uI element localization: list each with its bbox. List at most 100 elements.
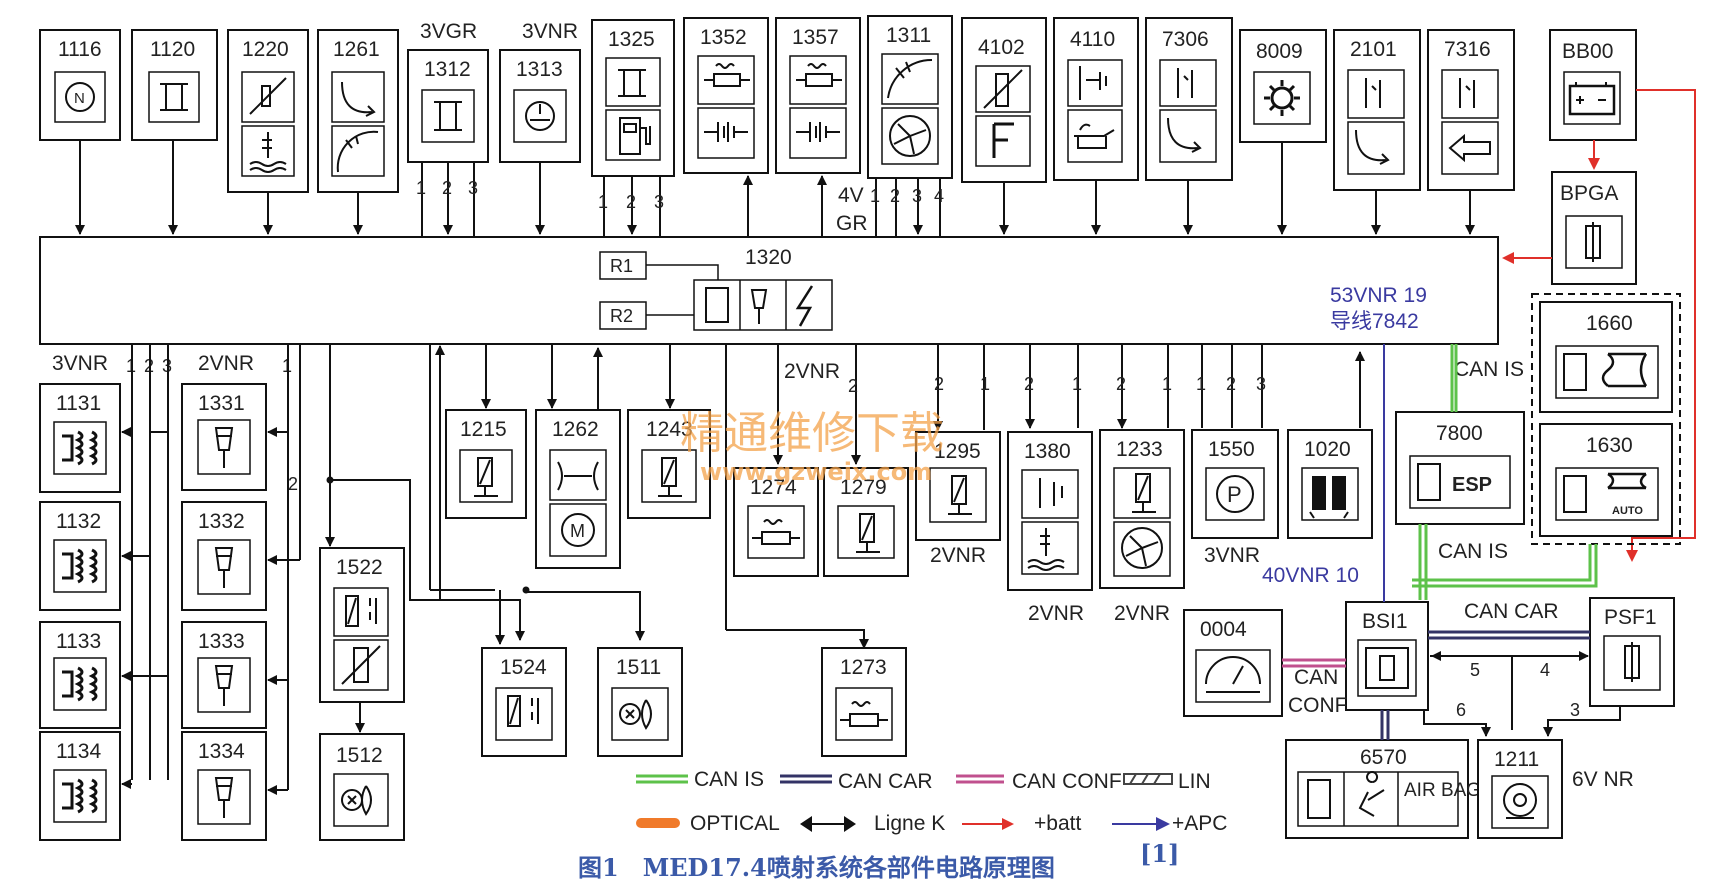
svg-text:1116: 1116 xyxy=(58,38,102,61)
top-component-BB00: BB00 xyxy=(1549,29,1637,141)
svg-text:7316: 7316 xyxy=(1444,38,1491,61)
r2-label: R2 xyxy=(610,306,633,326)
svg-text:6: 6 xyxy=(1456,700,1466,720)
legend-lin: LIN xyxy=(1178,770,1211,793)
left-component-1134: 1134 xyxy=(39,731,121,841)
solenoid-icon xyxy=(474,457,498,497)
oxygen-sensor-icon xyxy=(796,122,840,142)
svg-text:2101: 2101 xyxy=(1350,38,1397,61)
top-component-7316: 7316 xyxy=(1427,29,1515,191)
gearbox-icon xyxy=(1607,472,1647,490)
svg-text:2: 2 xyxy=(626,192,636,212)
wire-label-2vnr-1295: 2VNR xyxy=(930,544,986,567)
motor-icon xyxy=(561,513,595,547)
turbine-icon xyxy=(889,115,931,157)
svg-text:4: 4 xyxy=(934,186,944,206)
svg-text:1: 1 xyxy=(870,186,880,206)
legend-can-car: CAN CAR xyxy=(838,770,933,793)
top-component-1352: 1352 xyxy=(683,17,769,174)
svg-text:BPGA: BPGA xyxy=(1560,182,1618,205)
network-component-0004: 0004 xyxy=(1183,609,1283,717)
svg-text:7800: 7800 xyxy=(1436,422,1483,445)
network-component-7800: 7800 ESP xyxy=(1395,411,1525,525)
svg-text:4110: 4110 xyxy=(1070,28,1115,51)
legend-ligne-k: Ligne K xyxy=(874,812,945,835)
figure-reference: [1] xyxy=(1140,839,1179,868)
legend-optical: OPTICAL xyxy=(690,812,780,835)
turbine-icon xyxy=(1121,527,1163,569)
chip-icon xyxy=(1563,353,1587,391)
lower-component-1274: 1274 xyxy=(733,467,819,577)
coolant-icon xyxy=(249,132,287,173)
lower-component-1524: 1524 xyxy=(481,647,567,757)
svg-text:1333: 1333 xyxy=(198,630,245,653)
svg-text:1: 1 xyxy=(1196,374,1206,394)
fuel-pump-icon xyxy=(1503,783,1537,817)
svg-text:3: 3 xyxy=(654,192,664,212)
wire-label-53vnr: 53VNR 19 xyxy=(1330,284,1427,307)
lower-component-1262: 1262 M xyxy=(535,409,621,569)
svg-text:2: 2 xyxy=(288,474,298,494)
network-component-BSI1: BSI1 xyxy=(1345,601,1429,711)
bsi-icon xyxy=(1365,647,1409,689)
svg-text:1279: 1279 xyxy=(840,476,887,499)
lower-component-1511: 1511 xyxy=(597,647,683,757)
wire-label-3vnr-left: 3VNR xyxy=(52,352,108,375)
network-component-1660: 1660 xyxy=(1539,301,1673,413)
resistor-r2 xyxy=(599,301,647,330)
airbag-label: AIR BAG xyxy=(1404,780,1481,801)
svg-text:BB00: BB00 xyxy=(1562,40,1613,63)
pedal-icon xyxy=(341,81,376,117)
injector-icon xyxy=(214,777,234,818)
svg-text:1220: 1220 xyxy=(242,38,289,61)
batt-wires xyxy=(1502,89,1696,562)
lower-component-1243: 1243 xyxy=(627,409,711,519)
left-wires xyxy=(121,344,525,795)
chip-icon xyxy=(1307,779,1331,819)
gauge-arc-icon xyxy=(336,130,379,173)
can-car-label: CAN CAR xyxy=(1464,600,1559,623)
lower-component-1550: 1550 P xyxy=(1191,429,1279,539)
injector-icon xyxy=(214,665,234,706)
top-component-1261: 1261 xyxy=(317,29,399,193)
svg-text:1262: 1262 xyxy=(552,418,599,441)
svg-text:1120: 1120 xyxy=(150,38,195,61)
ecu-label: 1320 xyxy=(745,246,792,269)
lower-component-1215: 1215 xyxy=(445,409,527,519)
pump-icon xyxy=(1216,475,1254,513)
network-component-1630: 1630 AUTO xyxy=(1539,423,1673,537)
svg-text:2: 2 xyxy=(1116,374,1126,394)
svg-text:1311: 1311 xyxy=(886,24,931,47)
wire-label-40vnr: 40VNR 10 xyxy=(1262,564,1359,587)
top-component-1312: 1312 xyxy=(407,49,489,163)
svg-text:N: N xyxy=(74,90,85,107)
speed-sensor-icon xyxy=(525,101,555,131)
svg-text:8009: 8009 xyxy=(1256,40,1303,63)
r1-label: R1 xyxy=(610,256,633,276)
svg-text:1511: 1511 xyxy=(616,656,661,679)
snowflake-icon xyxy=(1270,86,1294,110)
left-component-1512: 1512 xyxy=(319,733,405,841)
heater-icon xyxy=(752,519,800,545)
wire-label-2vnr-mid: 2VNR xyxy=(784,360,840,383)
airbag-icon xyxy=(1358,771,1385,817)
heater-icon xyxy=(704,63,750,87)
svg-text:1313: 1313 xyxy=(516,58,563,81)
gearbox-group xyxy=(1531,293,1681,545)
top-component-1120: 1120 xyxy=(131,29,218,141)
svg-text:1352: 1352 xyxy=(700,26,747,49)
svg-text:2: 2 xyxy=(1226,374,1236,394)
k-lines xyxy=(1423,651,1621,737)
svg-text:2: 2 xyxy=(934,374,944,394)
svg-text:1325: 1325 xyxy=(608,28,655,51)
left-component-1131: 1131 xyxy=(39,383,121,493)
fan-icon xyxy=(619,703,641,725)
clutch-pedal-icon xyxy=(1167,117,1202,153)
can-conf-label-2: CONF xyxy=(1288,694,1348,717)
ignition-coil-icon xyxy=(62,778,98,814)
top-wires xyxy=(75,140,1475,237)
svg-text:1: 1 xyxy=(1072,374,1082,394)
top-component-8009: 8009 xyxy=(1239,29,1327,143)
fuel-level-icon xyxy=(992,122,1014,158)
coolant-icon xyxy=(1027,528,1065,571)
